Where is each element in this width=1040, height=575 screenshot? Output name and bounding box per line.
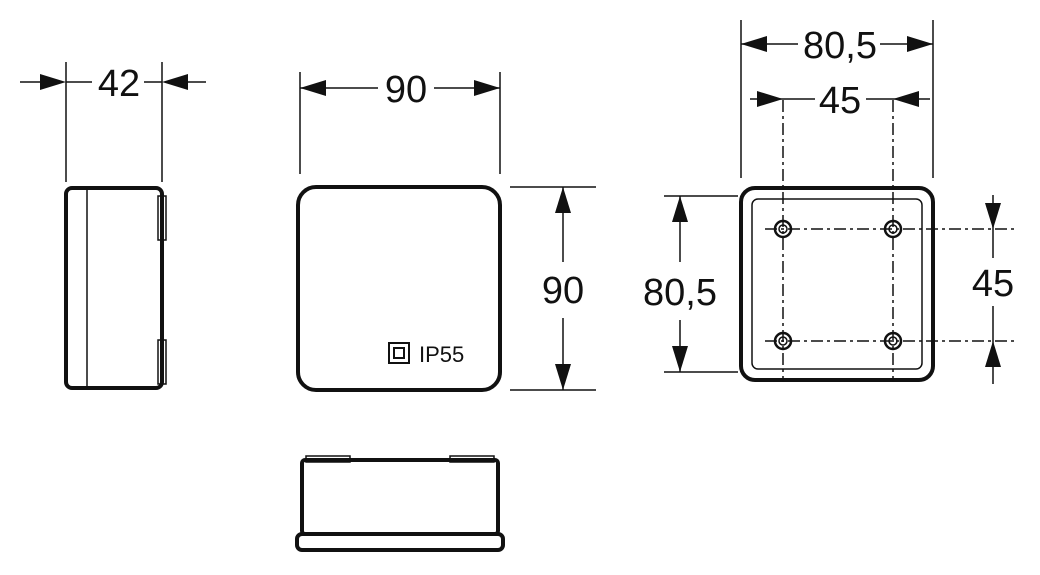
back-view: 80,5 45 80,5	[643, 20, 1018, 384]
bottom-view	[295, 455, 505, 552]
front-width-value: 90	[385, 69, 427, 111]
front-view-body	[296, 185, 502, 392]
bottom-view-lid	[295, 532, 505, 552]
mounting-hole-bottom-right	[883, 331, 903, 351]
back-outer-height-arrow-top	[672, 196, 688, 222]
back-inner-width-arrow-left	[757, 91, 783, 107]
back-outer-width-arrow-left	[741, 36, 767, 52]
hole-inner-ring	[778, 336, 788, 346]
ip-rating-label: IP55	[419, 342, 464, 367]
back-inner-height-value: 45	[972, 263, 1014, 305]
back-inner-width-value: 45	[819, 80, 861, 122]
back-outer-width-dimension: 80,5	[741, 25, 933, 67]
front-height-value: 90	[542, 270, 584, 312]
mounting-hole-top-right	[883, 219, 903, 239]
side-depth-arrow-right	[162, 74, 188, 90]
hole-outer-ring	[773, 219, 793, 239]
hole-outer-ring	[883, 331, 903, 351]
front-width-arrow-left	[300, 80, 326, 96]
back-outer-height-value: 80,5	[643, 272, 717, 314]
hole-inner-ring	[888, 224, 898, 234]
back-outer-width-arrow-right	[907, 36, 933, 52]
back-view-inner-frame	[751, 198, 923, 370]
double-square-icon	[388, 342, 410, 364]
front-height-arrow-bottom	[555, 364, 571, 390]
side-depth-dimension: 42	[20, 63, 206, 105]
back-outer-height-arrow-bottom	[672, 346, 688, 372]
hole-inner-ring	[778, 224, 788, 234]
ip-rating-badge: IP55	[388, 342, 464, 367]
bottom-view-body	[300, 458, 500, 536]
back-inner-height-dimension: 45	[972, 195, 1014, 384]
side-view-body	[64, 186, 164, 390]
front-height-dimension: 90	[542, 187, 584, 390]
mounting-hole-top-left	[773, 219, 793, 239]
back-inner-height-arrow-bottom	[985, 341, 1001, 367]
side-view: 42	[20, 62, 206, 390]
side-view-tab-bottom	[157, 339, 167, 385]
double-square-icon-inner	[393, 347, 405, 359]
back-inner-width-dimension: 45	[750, 80, 930, 122]
back-outer-height-dimension: 80,5	[643, 196, 717, 372]
front-width-dimension: 90	[300, 69, 500, 111]
hole-inner-ring	[888, 336, 898, 346]
back-view-body	[739, 186, 935, 382]
front-height-arrow-top	[555, 187, 571, 213]
bottom-view-tab-left	[305, 455, 351, 463]
back-inner-width-arrow-right	[893, 91, 919, 107]
mounting-hole-bottom-left	[773, 331, 793, 351]
hole-outer-ring	[883, 219, 903, 239]
back-inner-height-arrow-top	[985, 203, 1001, 229]
front-width-arrow-right	[474, 80, 500, 96]
bottom-view-tab-right	[449, 455, 495, 463]
side-depth-arrow-left	[40, 74, 66, 90]
front-view: IP55 90 90	[296, 69, 596, 392]
side-depth-value: 42	[98, 63, 140, 105]
side-view-tab-top	[157, 195, 167, 241]
hole-outer-ring	[773, 331, 793, 351]
back-outer-width-value: 80,5	[803, 25, 877, 67]
